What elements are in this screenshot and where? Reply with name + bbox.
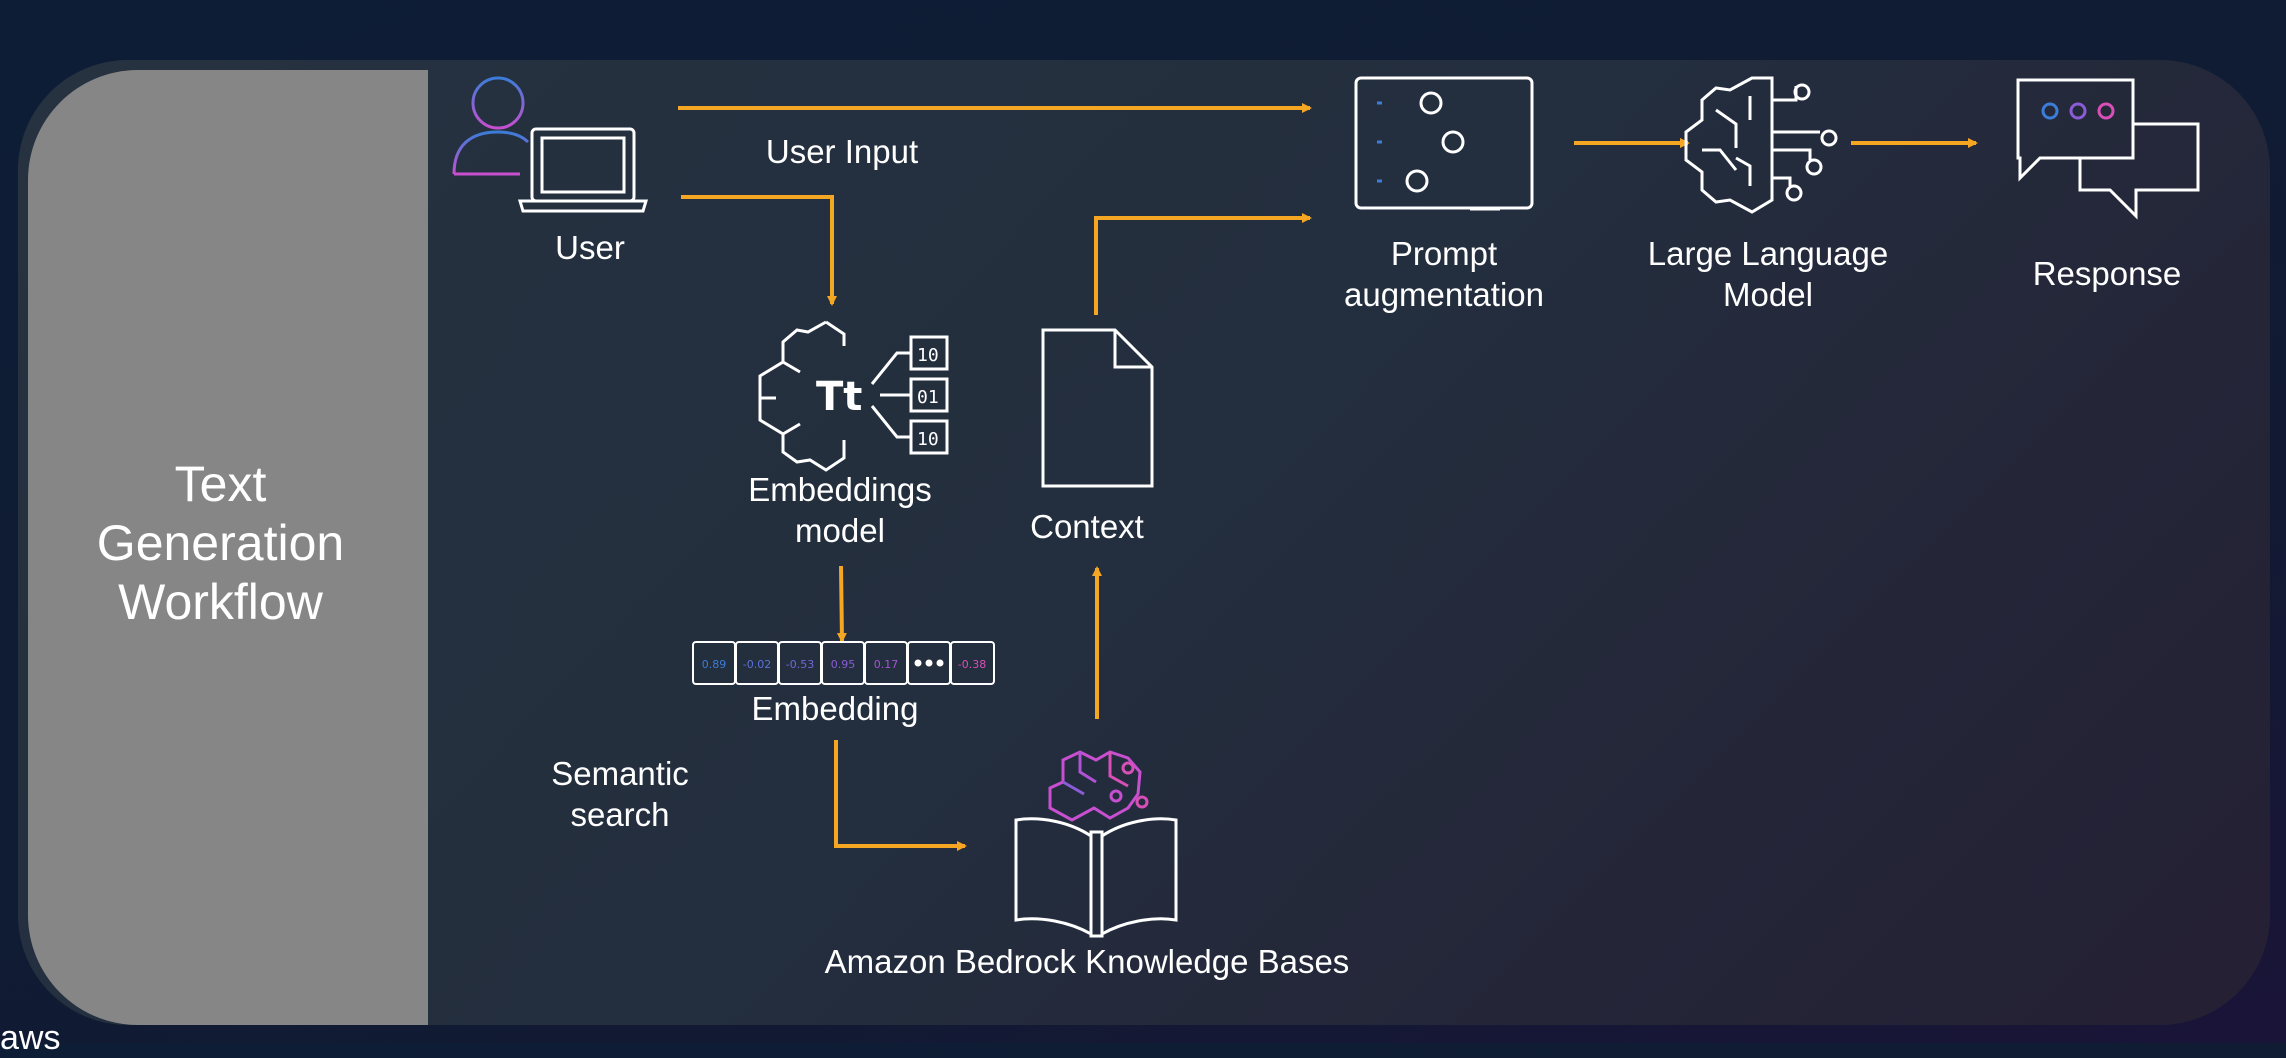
llm-label: Large Language Model	[1647, 235, 1889, 313]
svg-text:01: 01	[917, 387, 939, 408]
workflow-title: Text Generation Workflow	[96, 456, 345, 630]
arrow-context-to-prompt	[1094, 213, 1312, 315]
context-label: Context	[1030, 508, 1144, 545]
vector-value: -0.53	[786, 658, 814, 671]
response-chat-icon	[2016, 78, 2200, 220]
user-icon	[452, 76, 649, 213]
context-document-icon	[1041, 328, 1154, 488]
svg-text:10: 10	[917, 429, 939, 450]
prompt-augmentation-label: Prompt augmentation	[1344, 235, 1544, 313]
vector-value: -0.38	[958, 658, 986, 671]
arrow-embedding-to-kb	[834, 740, 967, 851]
knowledge-bases-label: Amazon Bedrock Knowledge Bases	[824, 943, 1350, 980]
workflow-sidebar	[28, 70, 428, 1025]
embeddings-model-label: Embeddings model	[748, 471, 932, 549]
knowledge-base-icon	[1014, 750, 1178, 938]
arrow-model-to-embedding	[836, 565, 847, 643]
user-input-label: User Input	[765, 133, 919, 170]
vector-value: -0.02	[743, 658, 771, 671]
semantic-search-label: Semantic search	[551, 755, 689, 833]
arrow-user-to-embeddings	[681, 195, 837, 306]
embedding-label: Embedding	[751, 690, 919, 727]
flow-arrows	[678, 103, 1978, 851]
vector-value: 0.95	[831, 658, 856, 671]
svg-text:10: 10	[917, 345, 939, 366]
llm-brain-icon	[1684, 76, 1838, 214]
embedding-vector: 0.89 -0.02 -0.53 0.95 0.17 -0.38	[692, 641, 995, 685]
vector-value: 0.17	[874, 658, 899, 671]
user-label: User	[555, 229, 625, 266]
response-label: Response	[2032, 255, 2182, 292]
embeddings-model-icon: Tt 10 01 10	[758, 320, 949, 472]
svg-text:Tt: Tt	[816, 374, 862, 420]
vector-value: 0.89	[702, 658, 727, 671]
prompt-augmentation-icon	[1354, 76, 1534, 211]
